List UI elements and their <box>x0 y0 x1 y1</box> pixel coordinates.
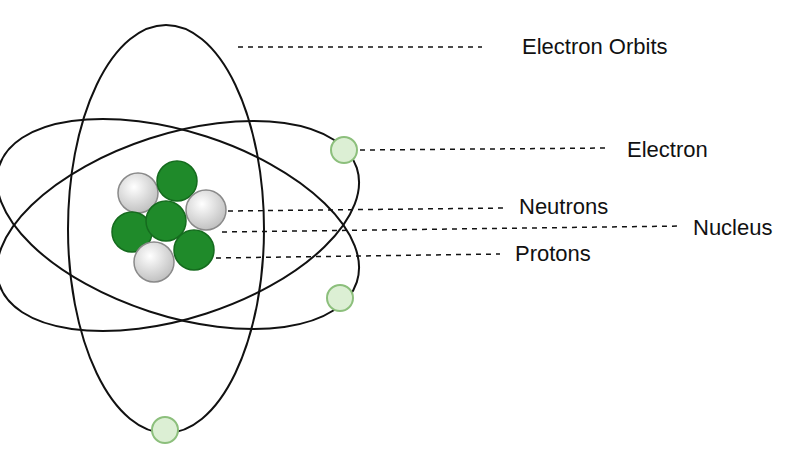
leader-line <box>238 46 482 48</box>
electron <box>327 285 353 311</box>
leader-line <box>216 254 500 258</box>
callout-label: Electron Orbits <box>520 34 670 60</box>
callout-label: Electron <box>625 137 710 163</box>
callout-label: Protons <box>513 241 593 267</box>
electron <box>331 137 357 163</box>
proton <box>174 230 214 270</box>
leader-line <box>228 208 508 211</box>
callout-label: Nucleus <box>691 215 774 241</box>
electron <box>152 417 178 443</box>
proton <box>157 161 197 201</box>
callout-label: Neutrons <box>517 194 610 220</box>
electron-orbit <box>68 25 264 433</box>
leader-line <box>222 226 682 232</box>
neutron <box>134 242 174 282</box>
electron-orbit <box>0 80 385 371</box>
neutron <box>186 190 226 230</box>
leader-line <box>360 148 610 150</box>
